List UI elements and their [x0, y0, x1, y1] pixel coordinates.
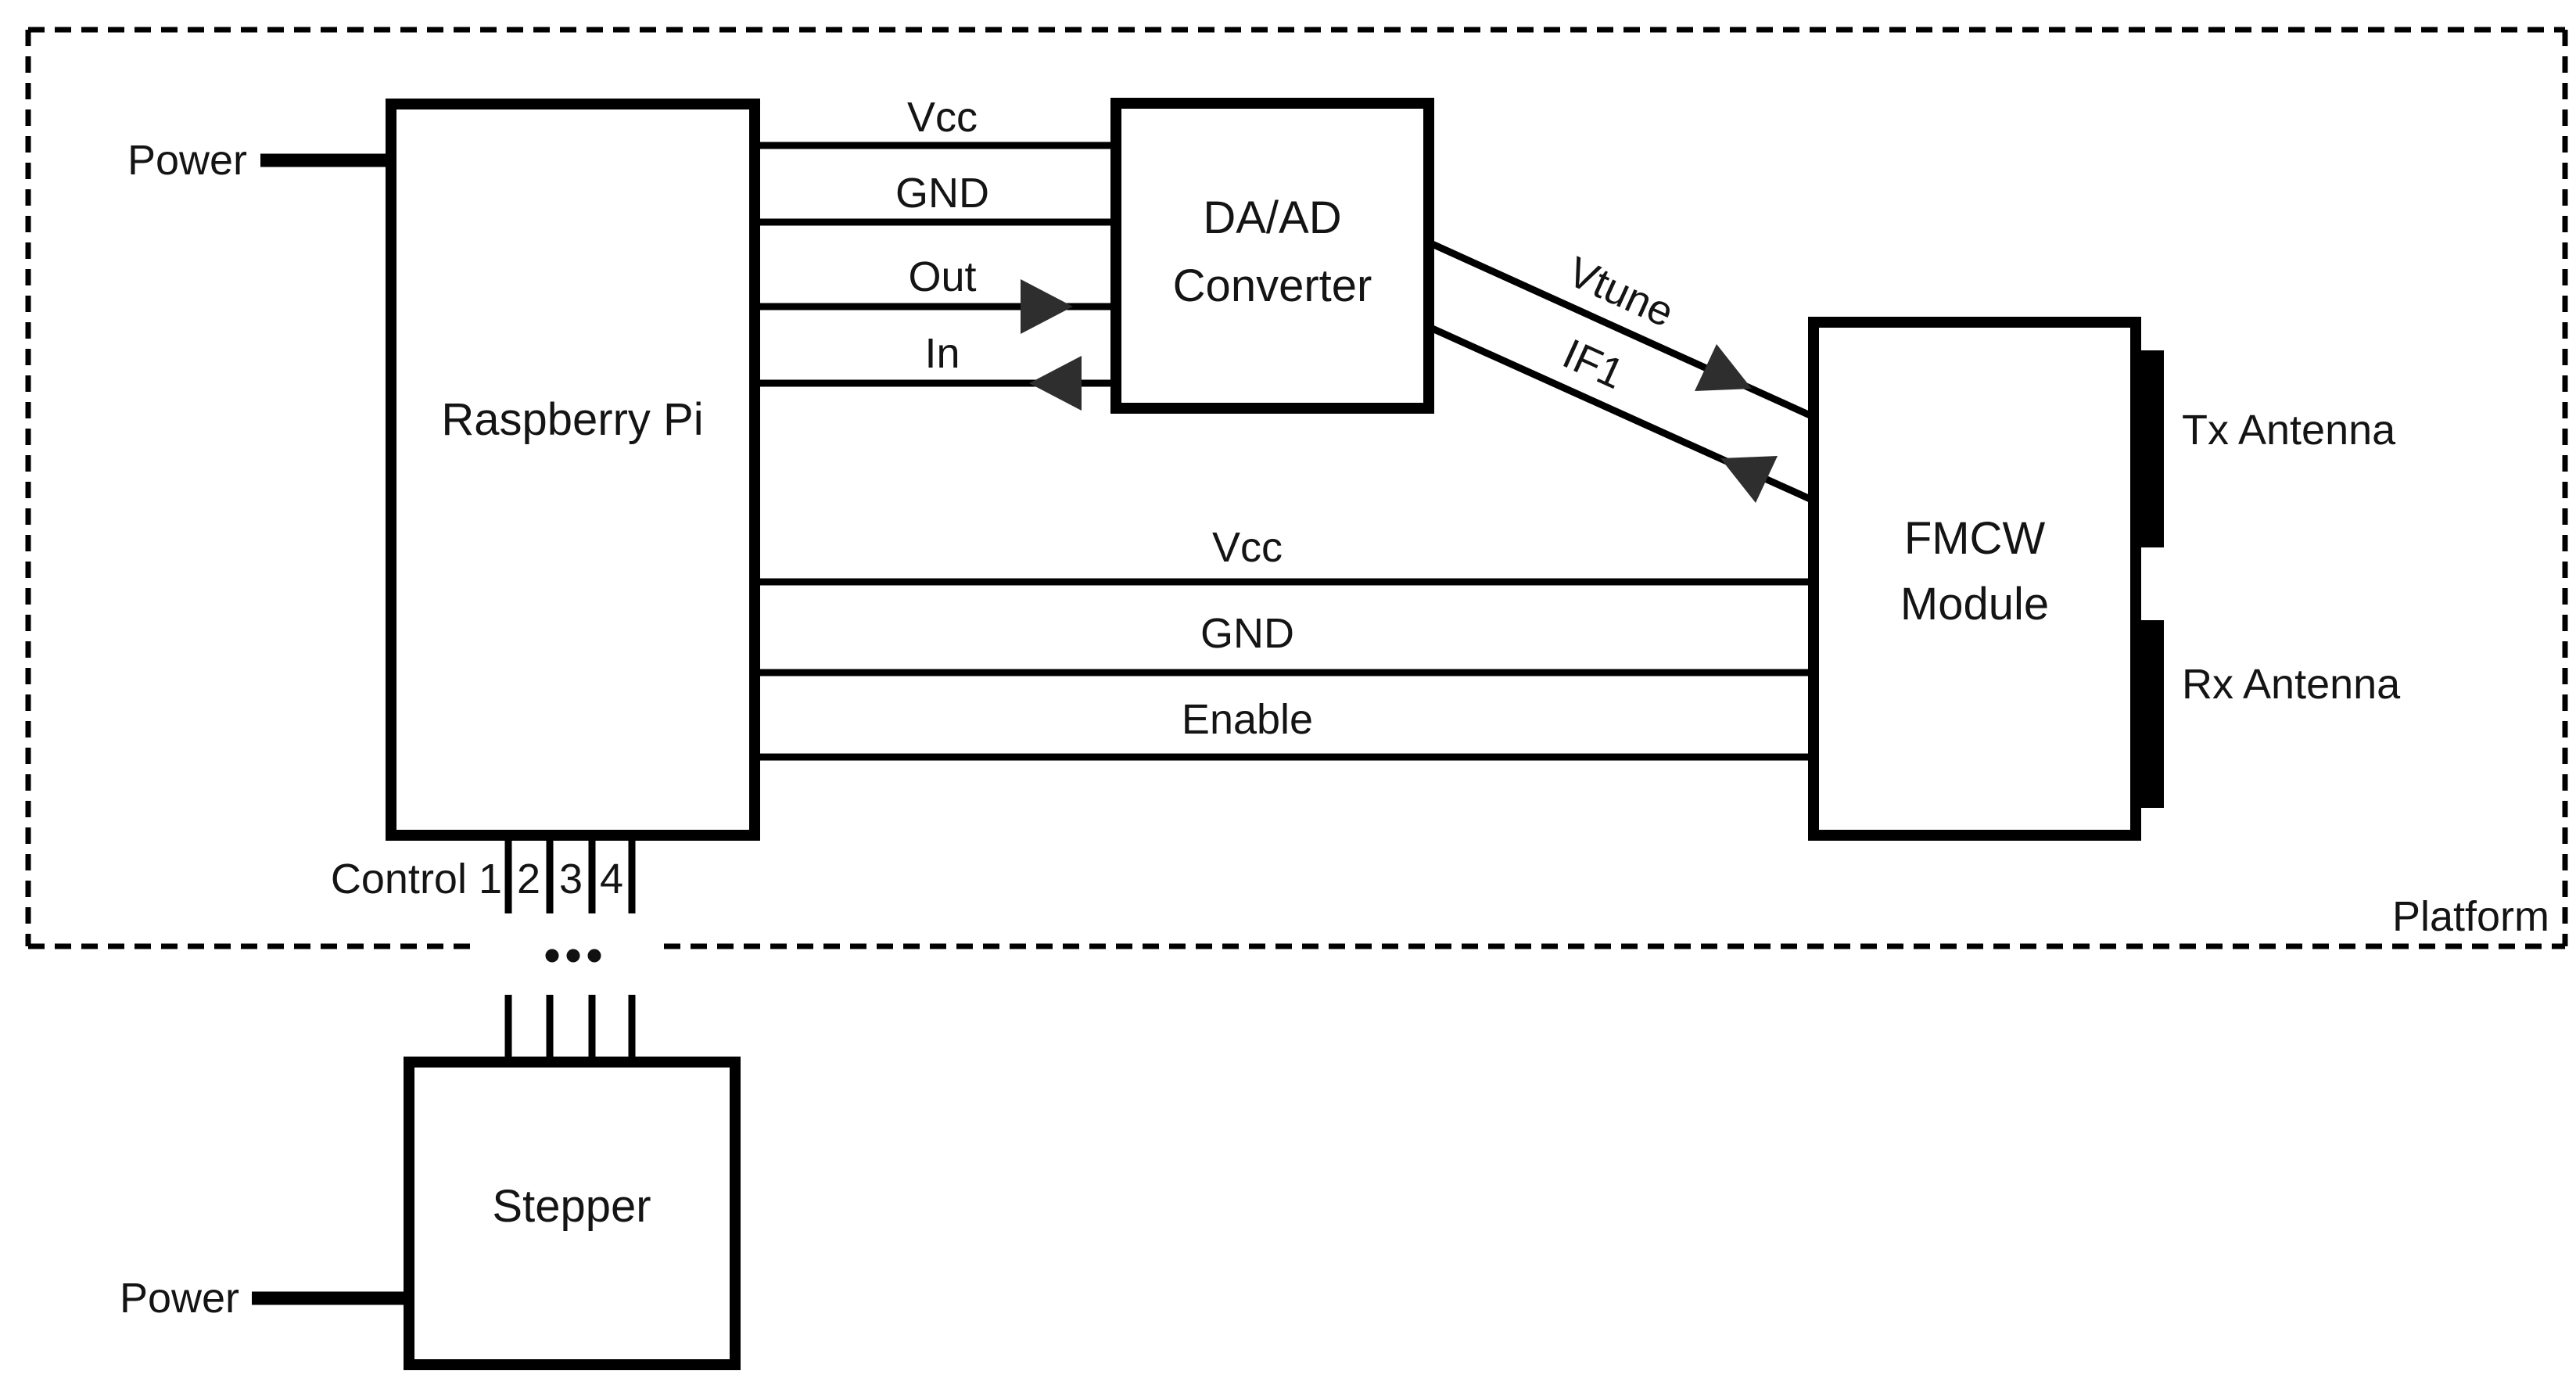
power-label-stepper: Power — [120, 1275, 239, 1322]
ellipsis-dot-2 — [566, 949, 580, 963]
fmcw-module-box — [1808, 317, 2141, 841]
tx-antenna-label: Tx Antenna — [2182, 407, 2396, 454]
control-label: Control 1 — [331, 856, 502, 903]
fmcw-module-label-line1: FMCW — [1904, 513, 2046, 564]
da-ad-converter-box — [1110, 98, 1434, 414]
stepper-label: Stepper — [492, 1181, 651, 1232]
platform-label: Platform — [2392, 893, 2549, 940]
wire-gnd-converter-label: GND — [895, 170, 989, 217]
arrowhead-out-right-icon — [1021, 279, 1073, 334]
wire-out-label: Out — [908, 253, 976, 300]
control-pin-2-label: 2 — [517, 856, 540, 903]
tx-antenna-bar — [2136, 350, 2164, 547]
rx-antenna-bar — [2136, 620, 2164, 808]
stepper-box — [404, 1057, 741, 1370]
fmcw-module-label-line2: Module — [1900, 579, 2049, 630]
da-ad-converter-label-line2: Converter — [1173, 260, 1372, 311]
control-lines-lower — [504, 995, 636, 1068]
wire-gnd-fmcw-label: GND — [1200, 610, 1294, 657]
control-pin-3-label: 3 — [559, 856, 583, 903]
wire-in-label: In — [924, 330, 960, 377]
arrowhead-in-left-icon — [1029, 356, 1082, 411]
rx-antenna-label: Rx Antenna — [2182, 661, 2401, 708]
power-label-platform: Power — [127, 137, 247, 184]
platform-border — [25, 27, 2568, 949]
ellipsis-dot-3 — [587, 949, 601, 963]
wire-vcc-converter-label: Vcc — [907, 94, 978, 141]
arrowhead-vtune-icon — [1695, 344, 1752, 391]
control-pin-4-label: 4 — [600, 856, 623, 903]
arrowhead-if1-icon — [1720, 456, 1778, 503]
control-lines-upper — [504, 835, 636, 913]
ellipsis-dot-1 — [545, 949, 559, 963]
wire-vcc-fmcw-label: Vcc — [1212, 524, 1283, 571]
wire-enable-label: Enable — [1182, 696, 1313, 743]
wire-vtune-label: Vtune — [1561, 248, 1681, 336]
ellipsis-dots-icon — [545, 949, 601, 963]
da-ad-converter-label-line1: DA/AD — [1203, 192, 1341, 243]
raspberry-pi-box — [386, 99, 760, 841]
raspberry-pi-label: Raspberry Pi — [441, 394, 703, 445]
